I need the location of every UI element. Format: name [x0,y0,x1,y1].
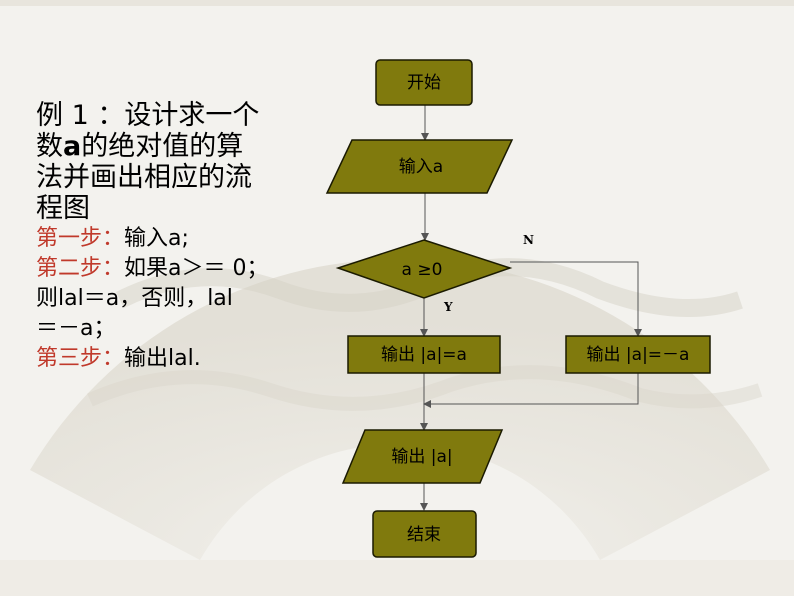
start-node [375,59,473,106]
step-2-cont-1: 则lal＝a，否则，lal [36,284,296,314]
step-3-label: 第三步： [36,346,125,371]
step-1-text: 输入a; [124,226,189,251]
connectors [420,105,642,511]
start-label: 开始 [407,73,441,93]
input-label: 输入a [399,157,443,177]
problem-title-line-2: 数a的绝对值的算 [36,131,244,162]
output-final-label: 输出 |a| [391,447,452,467]
no-label: N [523,233,534,247]
output-no-label: 输出 |a|=－a [587,345,690,365]
output-no-node [565,335,711,374]
input-node [325,139,514,194]
output-yes-node [347,335,501,374]
step-1-label: 第一步： [36,226,125,251]
step-2-cont-1-text: 则lal＝a，否则，lal [36,286,233,311]
step-2-cont-2-text: ＝－a； [36,316,116,341]
problem-title-line-1: 例 1 ：设计求一个 [36,100,260,131]
step-2-text: 如果a＞＝ 0； [124,256,269,281]
decision-label: a ≥0 [402,260,443,280]
decision-node [335,239,513,299]
step-2: 第二步：如果a＞＝ 0； [36,254,296,284]
output-yes-label: 输出 |a|=a [381,345,467,365]
end-label: 结束 [407,525,441,545]
step-2-label: 第二步： [36,256,125,281]
step-3-text: 输出lal. [124,346,201,371]
output-final-node [341,429,504,484]
step-3: 第三步：输出lal. [36,344,296,374]
problem-text: 例 1 ：设计求一个 数a的绝对值的算 法并画出相应的流 程图 第一步：输入a;… [36,100,296,374]
step-1: 第一步：输入a; [36,224,296,254]
line-no-join [423,373,639,408]
step-2-cont-2: ＝－a； [36,314,296,344]
problem-title-line-3: 法并画出相应的流 [36,162,252,193]
end-node [372,510,477,558]
arrow-decision-no [510,261,642,337]
problem-title-line-4: 程图 [36,193,90,224]
yes-label: Y [443,300,453,314]
